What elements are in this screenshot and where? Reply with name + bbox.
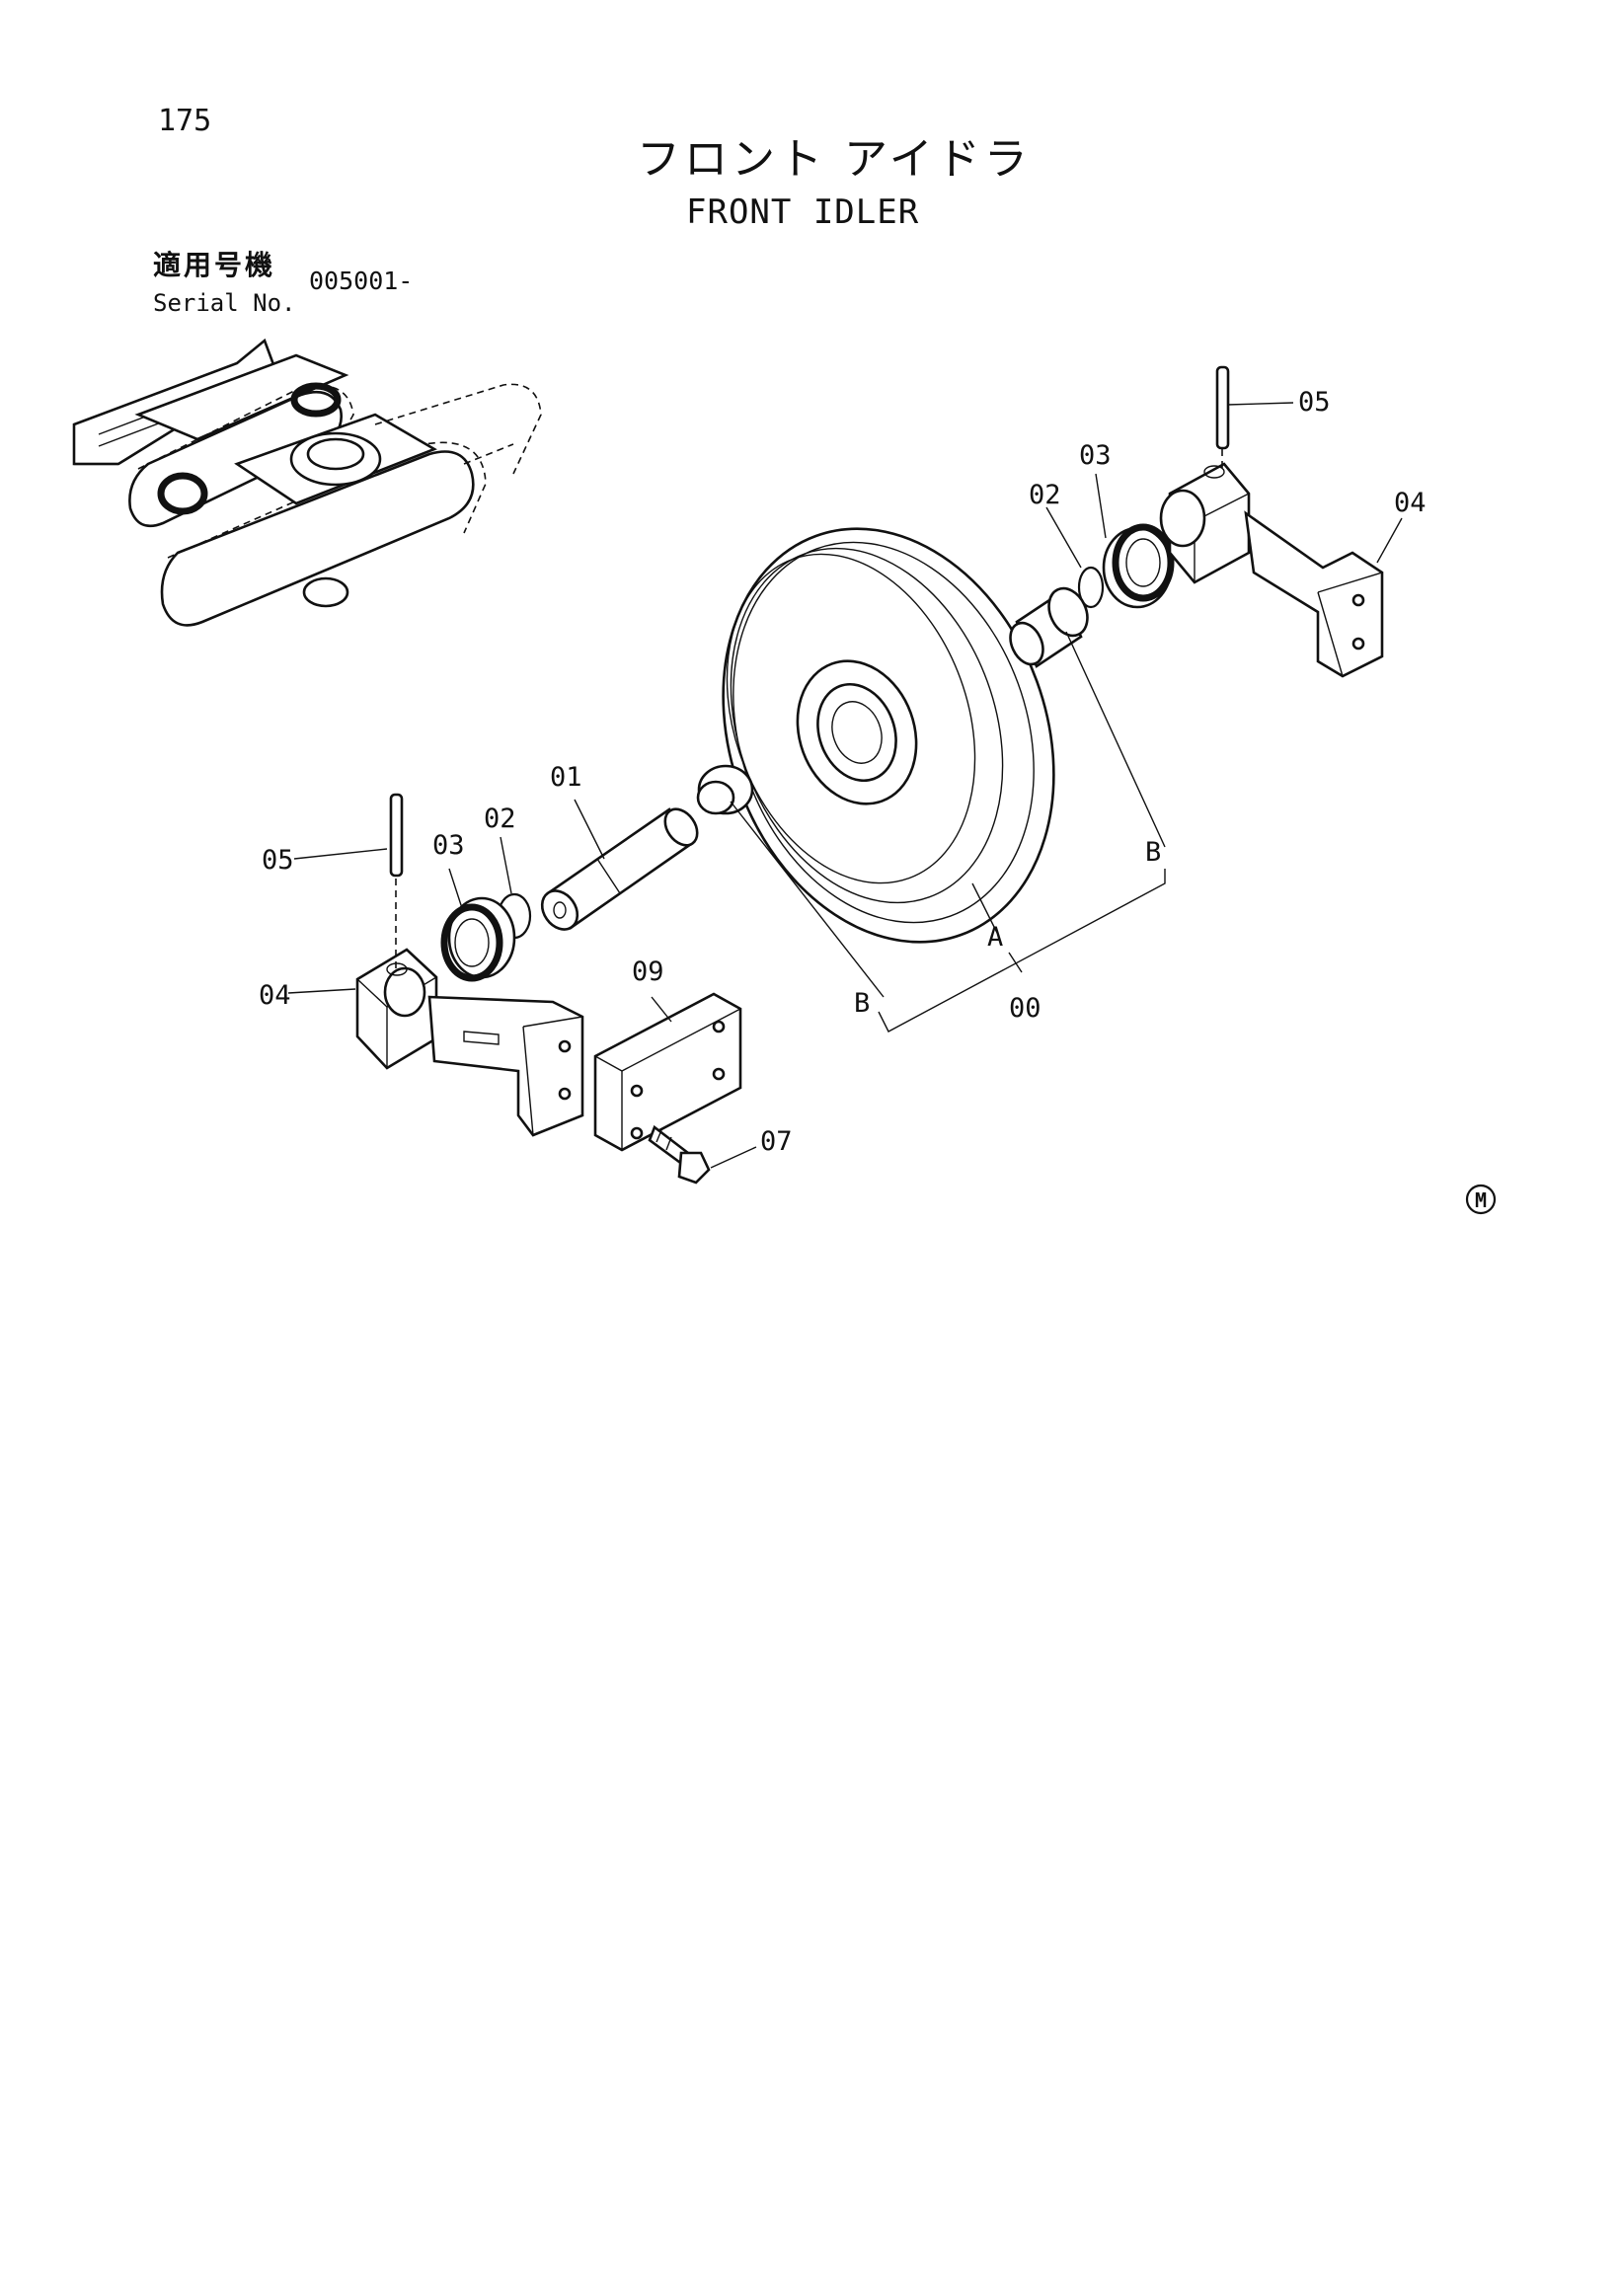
page-number: 175 (158, 104, 212, 138)
right-floating-seal (1102, 523, 1175, 609)
callout-00: 00 (1009, 993, 1041, 1024)
serial-label: Serial No. (153, 289, 296, 317)
machine-overview-illustration (72, 338, 542, 627)
page-title: FRONT IDLER (686, 192, 920, 232)
right-o-ring (1077, 566, 1105, 609)
callout-01: 01 (550, 762, 582, 793)
mark-letter: M (1475, 1188, 1487, 1212)
callout-02-right: 02 (1029, 480, 1061, 510)
right-bracket (1159, 462, 1384, 678)
callout-04-right: 04 (1394, 488, 1427, 518)
left-spring-pin (389, 793, 404, 972)
circled-m-mark: M (1465, 1184, 1497, 1215)
callout-b-left: B (854, 988, 870, 1019)
callout-02-left: 02 (484, 804, 516, 834)
idler-shaft (540, 807, 699, 931)
page-title-japanese: フロント アイドラ (637, 134, 1032, 185)
callout-05-right: 05 (1298, 387, 1331, 418)
front-idler-wheel (722, 527, 1055, 944)
right-collar (1009, 586, 1089, 668)
callout-b-right: B (1145, 837, 1161, 868)
callout-05-left: 05 (262, 845, 294, 876)
callout-07: 07 (760, 1126, 793, 1157)
callout-09: 09 (632, 957, 664, 987)
left-floating-seal (440, 896, 516, 982)
bolt (648, 1124, 711, 1185)
callout-04-left: 04 (259, 980, 291, 1011)
left-collar (696, 764, 754, 815)
serial-number-value: 005001- (309, 267, 414, 295)
callout-03-left: 03 (432, 830, 465, 861)
right-spring-pin (1215, 365, 1230, 472)
plate (593, 992, 742, 1152)
callout-labels: 05 03 02 01 04 09 07 05 03 02 04 B A B 0… (259, 387, 1427, 1157)
left-bracket (355, 948, 584, 1137)
callout-03-right: 03 (1079, 440, 1112, 471)
serial-label-japanese: 適用号機 (153, 249, 276, 281)
callout-a: A (987, 922, 1003, 953)
leader-lines (287, 402, 1403, 1169)
